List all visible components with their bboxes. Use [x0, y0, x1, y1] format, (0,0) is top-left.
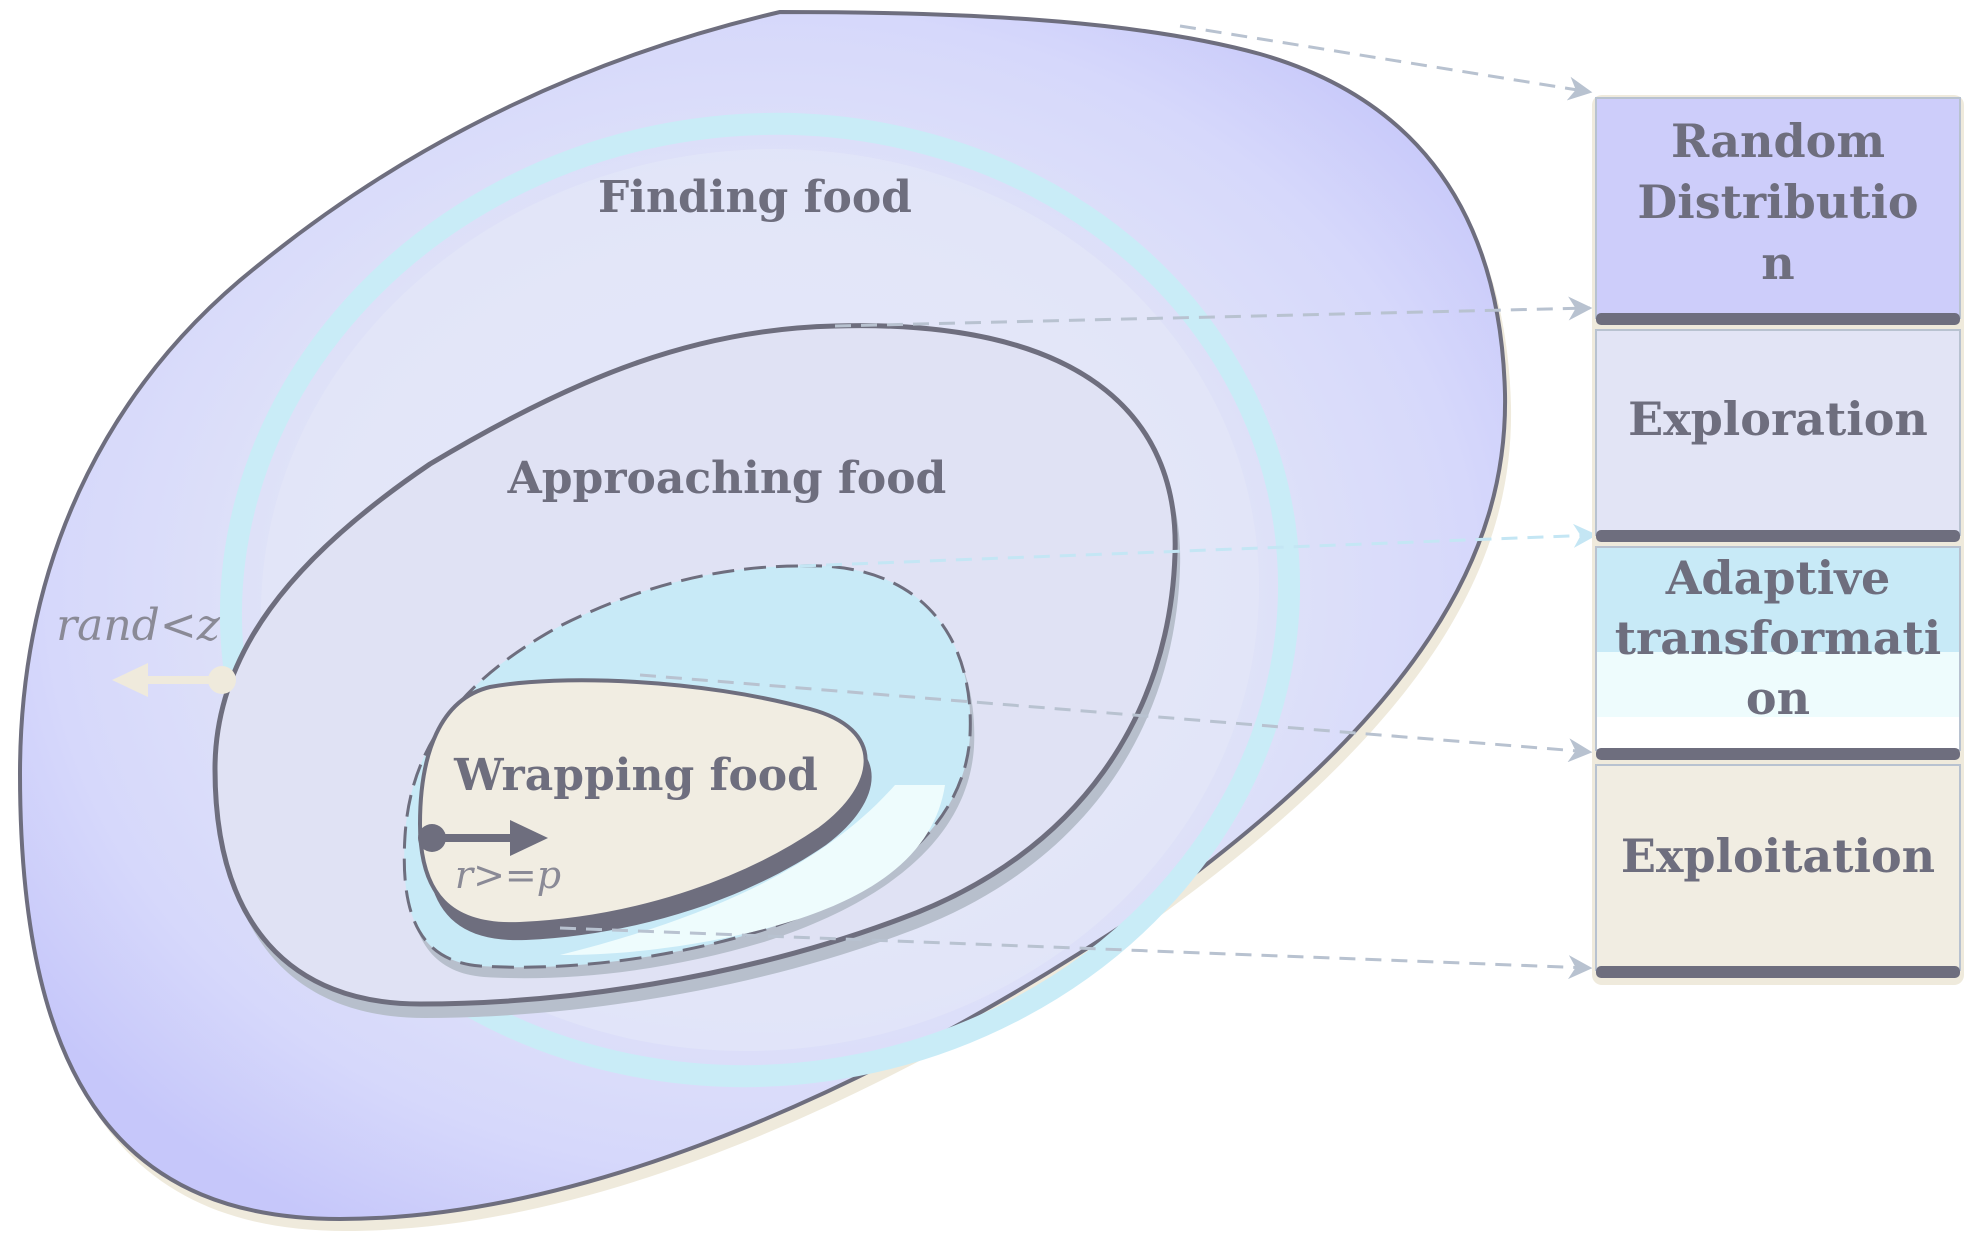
rand-condition-label: rand<z [56, 600, 221, 651]
wrapping-food-label: Wrapping food [453, 750, 818, 801]
arrow-approaching-to-exploration [834, 296, 1593, 328]
legend-adaptive: Adaptive transformati on [1595, 546, 1961, 760]
legend-random-line2: Distributio [1637, 175, 1918, 229]
connector-arrows [559, 24, 1598, 980]
arrow-wrapping-to-transform [639, 673, 1593, 763]
arrow-finding-to-random [1179, 24, 1593, 101]
arrow-adaptive-to-adaptive [799, 523, 1598, 568]
legend-random-line1: Random [1671, 114, 1885, 168]
finding-food-label: Finding food [598, 172, 912, 223]
phase-legend: Random Distributio n Exploration Adaptiv… [1592, 95, 1964, 985]
rand-condition-arrow: rand<z [56, 600, 236, 697]
legend-exploitation: Exploitation [1595, 764, 1961, 978]
legend-adaptive-line2: transformati [1615, 611, 1942, 665]
legend-random: Random Distributio n [1595, 97, 1961, 325]
r-condition-arrow: r>=p [418, 820, 561, 897]
legend-exploration-label: Exploration [1628, 392, 1928, 446]
arrow-inner-to-exploitation [559, 926, 1593, 980]
legend-adaptive-line1: Adaptive [1665, 551, 1891, 605]
legend-exploration: Exploration [1595, 329, 1961, 542]
legend-adaptive-line3: on [1746, 671, 1810, 725]
wrapping-food-region: Wrapping food [417, 678, 872, 941]
approaching-food-label: Approaching food [507, 453, 947, 504]
r-condition-label: r>=p [455, 853, 561, 897]
legend-random-line3: n [1761, 236, 1794, 290]
legend-exploitation-label: Exploitation [1621, 829, 1935, 883]
